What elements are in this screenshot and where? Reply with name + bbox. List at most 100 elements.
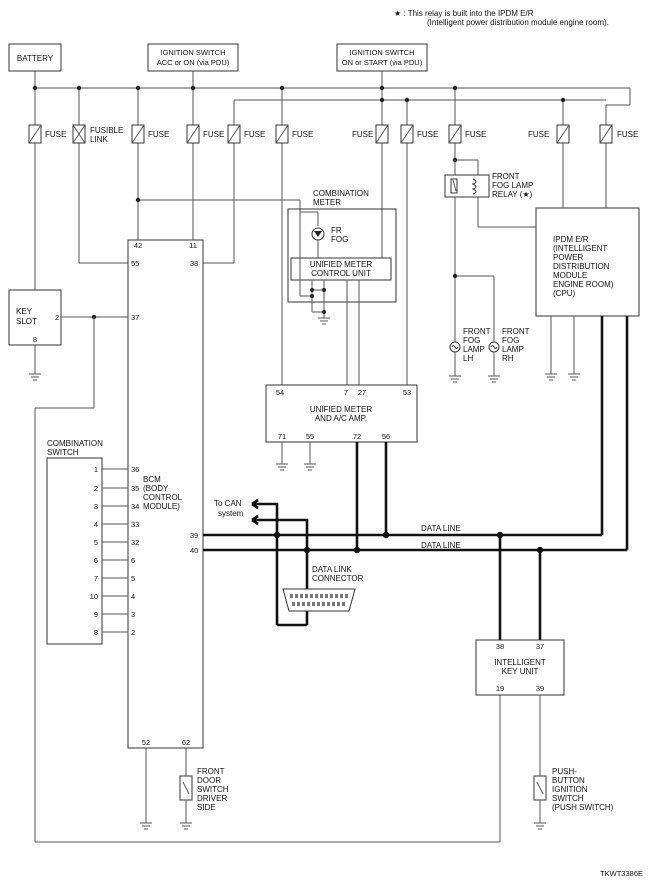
combination-meter-label-1: COMBINATION	[313, 189, 369, 198]
fog-lamp-rh-label-3: LAMP	[502, 345, 524, 354]
dlc-label-2: CONNECTOR	[312, 574, 364, 583]
iku-pin-19: 19	[496, 684, 504, 693]
bcm-pin-52: 52	[142, 738, 150, 747]
unified-meter-control-unit-label-2: CONTROL UNIT	[311, 269, 371, 278]
amp-pin-53: 53	[403, 388, 411, 397]
bcm-pin-38: 38	[190, 259, 198, 268]
push-switch-label-2: BUTTON	[552, 776, 585, 785]
push-button-ignition-switch: PUSH- BUTTON IGNITION SWITCH (PUSH SWITC…	[533, 767, 614, 830]
fog-lamp-lh-label-2: FOG	[463, 336, 480, 345]
combination-switch-label-1: COMBINATION	[47, 439, 103, 448]
key-slot-pin-2: 2	[55, 313, 59, 322]
unified-meter-control-unit-label-1: UNIFIED METER	[310, 260, 372, 269]
bcm-pin-6: 6	[131, 556, 135, 565]
comb-switch-pin-7: 7	[94, 574, 98, 583]
amp-pin-54: 54	[276, 388, 284, 397]
key-slot: 1 KEY SLOT 2 8	[8, 289, 501, 843]
amp-pin-27: 27	[358, 388, 366, 397]
to-can-label-1: To CAN	[214, 499, 242, 508]
comb-switch-pin-5: 5	[94, 538, 98, 547]
ipdm-er: IPDM E/R (INTELLIGENT POWER DISTRIBUTION…	[535, 207, 640, 381]
ign-acc-label-2: ACC or ON (via PDU)	[157, 58, 230, 67]
bcm-pin-3: 3	[131, 610, 135, 619]
dlc-label-1: DATA LINK	[312, 565, 352, 574]
bcm-pin-2: 2	[131, 628, 135, 637]
key-slot-label-2: SLOT	[16, 317, 37, 326]
bcm-label-3: CONTROL	[143, 493, 183, 502]
ipdm-label-6: ENGINE ROOM)	[553, 280, 614, 289]
iku-label-2: KEY UNIT	[502, 667, 539, 676]
ipdm-label-1: IPDM E/R	[553, 235, 589, 244]
intelligent-key-unit: 38 37 INTELLIGENT KEY UNIT 19 39	[475, 639, 565, 776]
ipdm-label-4: DISTRIBUTION	[553, 262, 610, 271]
ign-acc-label-1: IGNITION SWITCH	[161, 48, 226, 57]
amp-pin-56: 56	[382, 432, 390, 441]
iku-pin-39: 39	[536, 684, 544, 693]
to-can-label-2: system	[218, 509, 244, 518]
bcm: 42 11 55 37 36 35 34 33 32 6 5 4 3 2 38 …	[127, 239, 204, 749]
unified-meter-and-ac-amp: 54 7 27 53 UNIFIED METER AND A/C AMP. 71…	[265, 384, 418, 471]
fuse-meter-ign: FUSE	[352, 124, 389, 144]
door-switch-label-1: FRONT	[197, 767, 225, 776]
door-switch-label-2: DOOR	[197, 776, 221, 785]
ground-symbol	[545, 373, 557, 381]
fog-lamp-rh-label-2: FOG	[502, 336, 519, 345]
fog-lamp-lh-label-4: LH	[463, 354, 473, 363]
fuse-bcm-38: FUSE	[227, 124, 265, 144]
amp-label-2: AND A/C AMP.	[315, 414, 367, 423]
front-door-switch-driver: FRONT DOOR SWITCH DRIVER SIDE	[140, 748, 229, 830]
bcm-pin-32: 32	[131, 538, 139, 547]
combination-meter: COMBINATION METER FR FOG UNIFIED METER C…	[287, 189, 397, 385]
key-slot-label-1: KEY	[16, 307, 33, 316]
iku-label-1: INTELLIGENT	[494, 658, 546, 667]
data-line-label-1: DATA LINE	[421, 524, 461, 533]
amp-pin-55: 55	[306, 432, 314, 441]
bcm-label-1: BCM	[143, 475, 161, 484]
fuse-battery-keyslot: FUSE	[28, 124, 66, 144]
amp-pin-72: 72	[353, 432, 361, 441]
fuse-label: FUSE	[352, 130, 373, 139]
ipdm-label-3: POWER	[553, 253, 583, 262]
bcm-pin-36: 36	[131, 465, 139, 474]
bcm-label-4: MODULE)	[143, 502, 180, 511]
bcm-pin-35: 35	[131, 484, 139, 493]
fuse-row: FUSE FUSIBLE LINK FUSE FUSE FUSE FUSE FU…	[28, 124, 638, 144]
comb-switch-pin-3: 3	[94, 502, 98, 511]
push-switch-label-4: SWITCH	[552, 794, 584, 803]
comb-switch-pin-4: 4	[94, 520, 98, 529]
door-switch-label-4: DRIVER	[197, 794, 227, 803]
comb-switch-pin-6: 6	[94, 556, 98, 565]
fog-relay-label-3: RELAY (★)	[492, 190, 533, 199]
data-link-connector: DATA LINK CONNECTOR	[282, 565, 364, 612]
fuse-label: FUSE	[465, 130, 486, 139]
door-switch-label-3: SWITCH	[197, 785, 229, 794]
fog-lamp-lh-label-3: LAMP	[463, 345, 485, 354]
bcm-pin-4: 4	[131, 592, 135, 601]
iku-pin-37: 37	[536, 642, 544, 651]
bcm-pin-5: 5	[131, 574, 135, 583]
obd-connector-icon	[282, 588, 356, 612]
fr-fog-label-1: FR	[331, 226, 342, 235]
fuse-label: FUSE	[148, 130, 169, 139]
ipdm-label-7: (CPU)	[553, 289, 576, 298]
bcm-pin-33: 33	[131, 520, 139, 529]
combination-meter-label-2: METER	[313, 198, 341, 207]
amp-pin-71: 71	[278, 432, 286, 441]
ground-symbol	[568, 373, 580, 381]
front-fog-lamp-rh: FRONT FOG LAMP RH	[488, 327, 530, 383]
fuse-label: FUSE	[203, 130, 224, 139]
relay-note-line2: (Intelligent power distribution module e…	[427, 18, 609, 27]
fuse-ipdm-bat: FUSE	[599, 124, 638, 144]
data-line-label-2: DATA LINE	[421, 541, 461, 550]
key-slot-pin-8: 8	[33, 335, 37, 344]
fuse-label: FUSE	[292, 130, 313, 139]
battery: BATTERY	[8, 43, 62, 72]
bcm-pin-42: 42	[134, 241, 142, 250]
fuse-acc: FUSE	[186, 124, 224, 144]
fuse-meter-53: FUSE	[400, 124, 438, 144]
fr-fog-label-2: FOG	[331, 235, 348, 244]
bcm-pin-37: 37	[131, 313, 139, 322]
bcm-pin-40: 40	[190, 546, 198, 555]
bcm-pin-11: 11	[189, 241, 197, 250]
